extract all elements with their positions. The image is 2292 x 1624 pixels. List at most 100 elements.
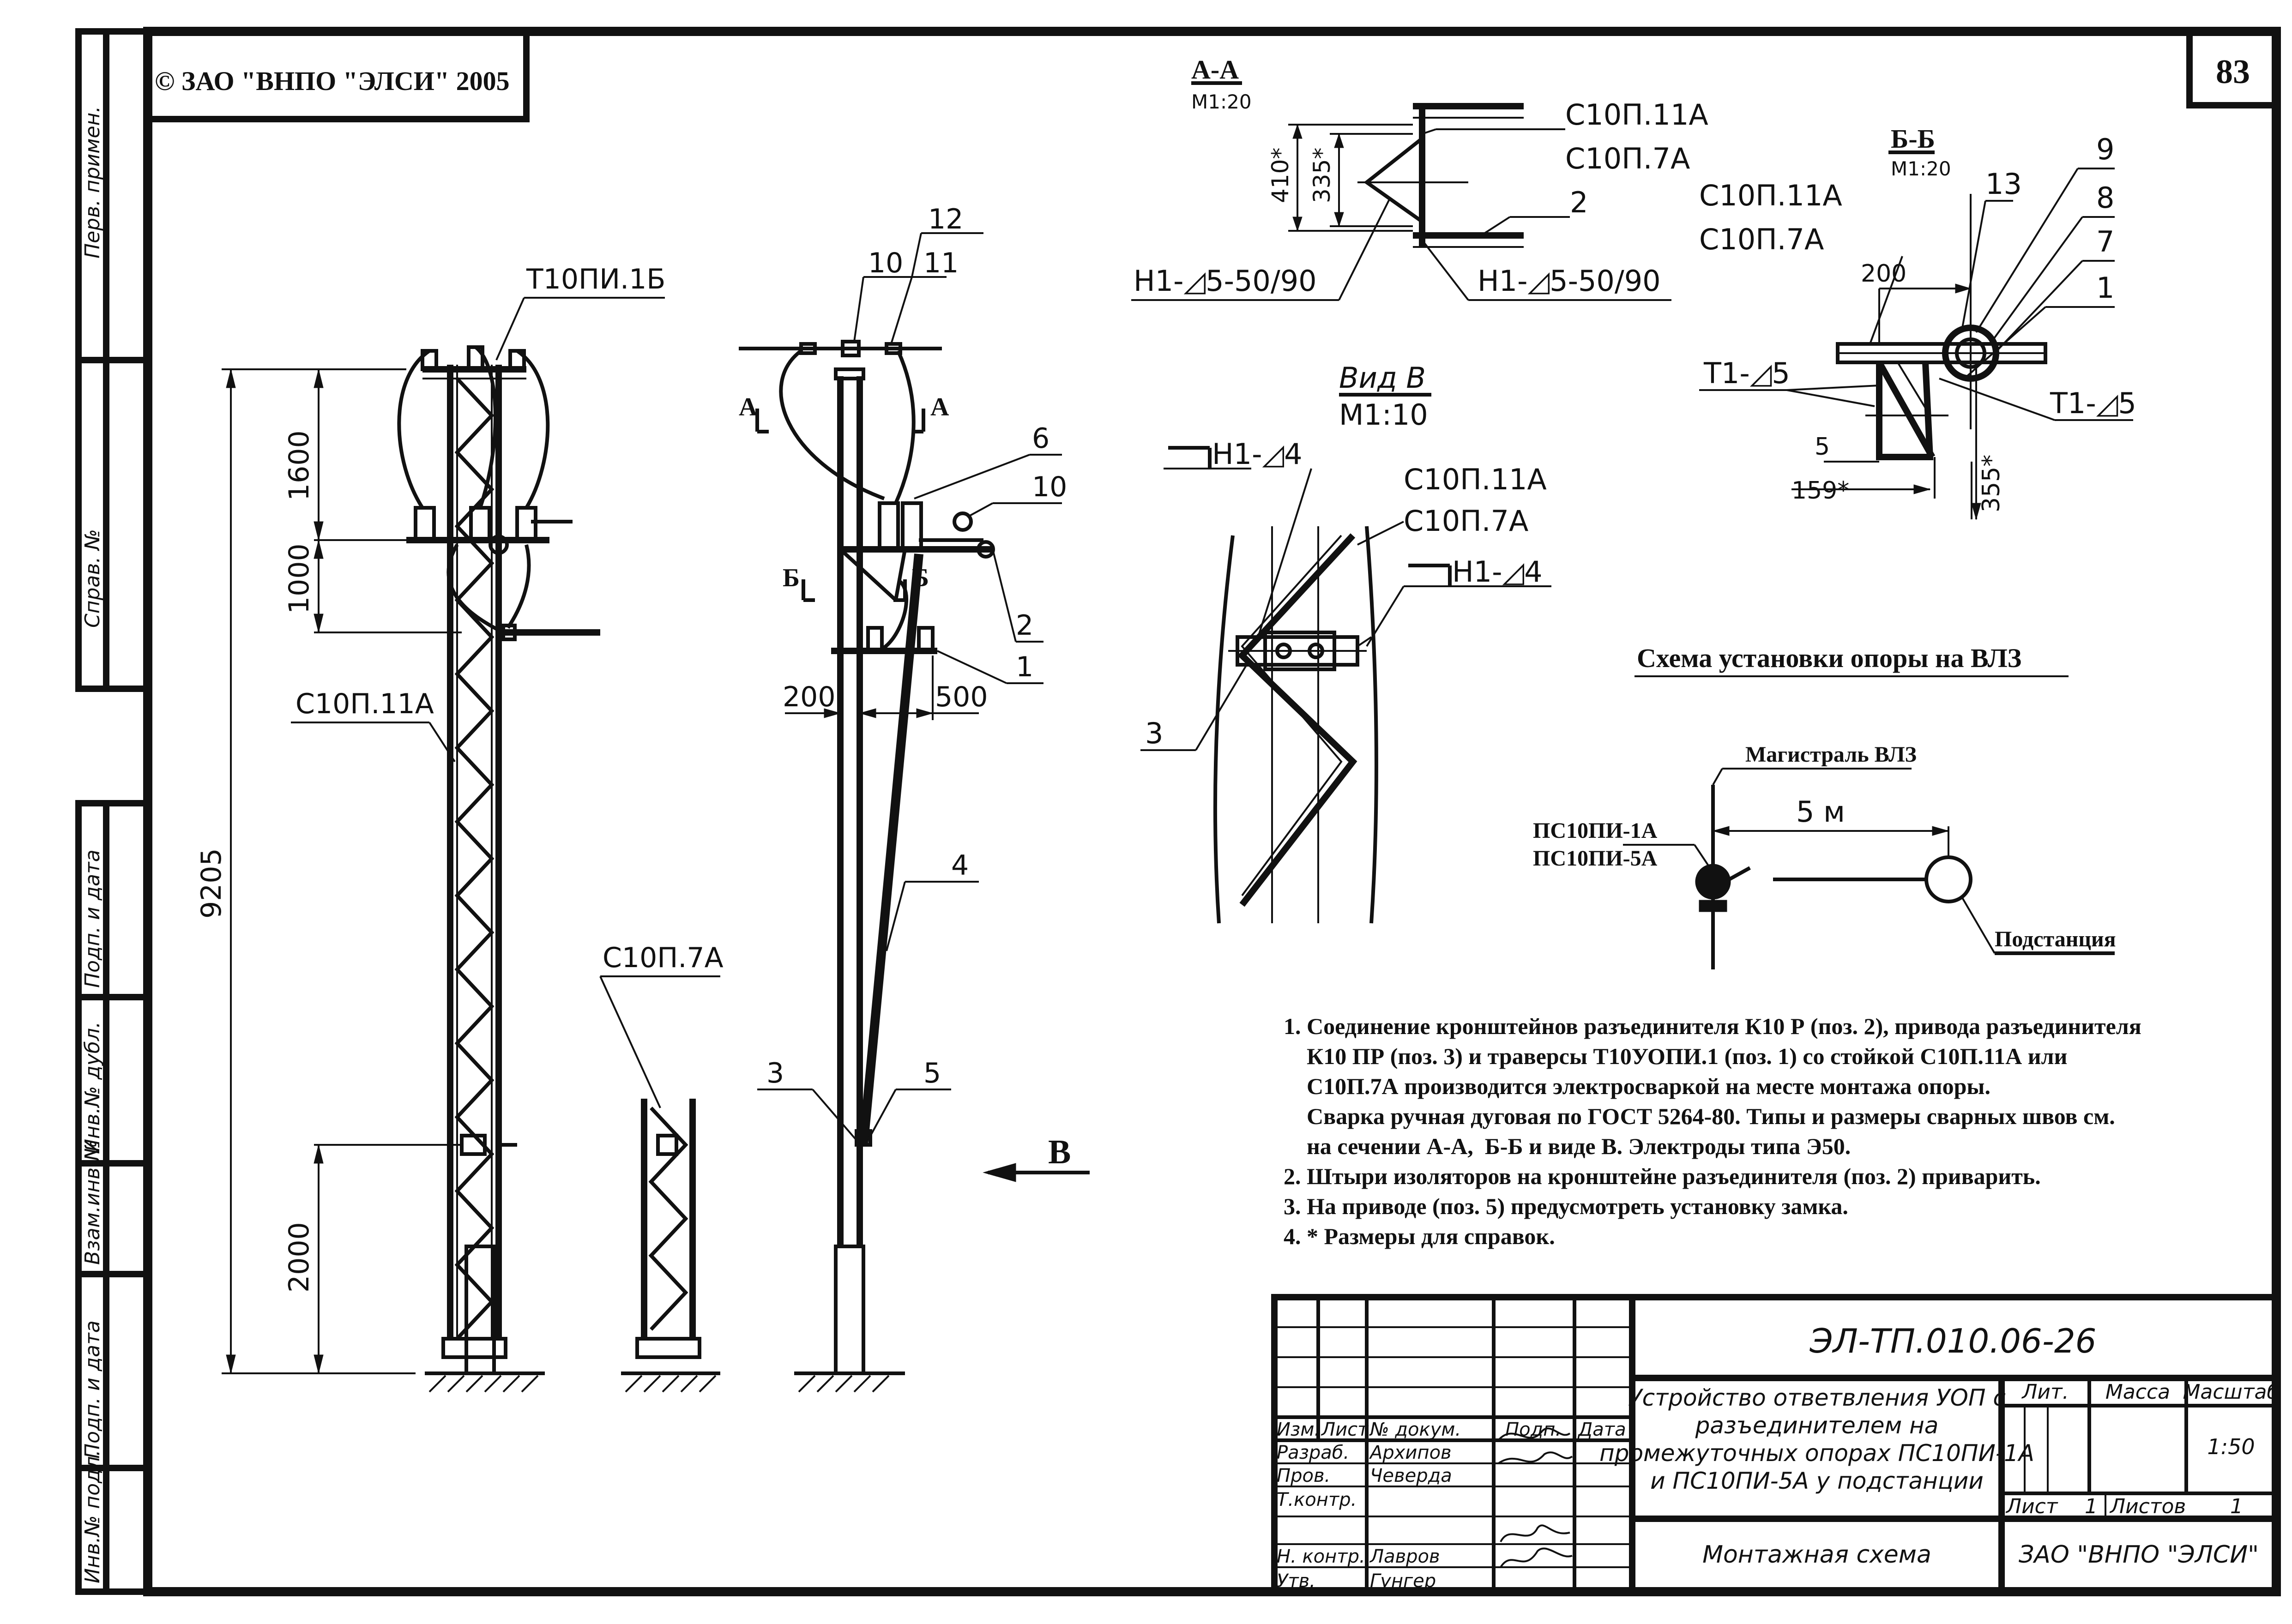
section-bb-pos-13: 13 [1985, 167, 2022, 201]
view-b-scale: М1:10 [1339, 398, 1428, 432]
section-bb-pos-7: 7 [2096, 225, 2114, 259]
tb-row-tkontr: Т.контр. [1277, 1489, 1357, 1510]
section-aa-dim-335: 335* [1309, 148, 1335, 203]
view-b-weld-top: Н1-◿4 [1212, 437, 1303, 471]
view-b-drawing [1140, 393, 1551, 924]
note-line-4: Сварка ручная дуговая по ГОСТ 5264-80. Т… [1284, 1103, 2115, 1129]
tb-row-nkontr: Н. контр. [1277, 1546, 1365, 1567]
section-aa-weld-left: Н1-◿5-50/90 [1134, 264, 1317, 298]
view-b-title: Вид В [1339, 361, 1426, 395]
note-line-2: К10 ПР (поз. 3) и траверсы Т10УОПИ.1 (по… [1284, 1043, 2067, 1069]
section-bb-scale: М1:20 [1891, 157, 1951, 180]
note-line-8: 4. * Размеры для справок. [1284, 1223, 1555, 1249]
tb-hdr-list: Лист [1321, 1419, 1369, 1440]
section-bb-pos-9: 9 [2096, 132, 2114, 166]
pole2-label: С10П.7А [603, 942, 724, 974]
title-line-2: разъединителем на [1695, 1412, 1939, 1439]
section-bb-dim-5: 5 [1815, 433, 1830, 461]
tb-row-utv: Утв. [1277, 1570, 1315, 1592]
title-listov-label: Листов [2109, 1495, 2186, 1518]
pole1-label-top: Т10ПИ.1Б [526, 263, 665, 295]
section-bb-weld-right: Т1-◿5 [2050, 386, 2136, 420]
pole1-dim-9205: 9205 [195, 848, 228, 919]
section-aa-weld-right: Н1-◿5-50/90 [1478, 264, 1661, 298]
scheme-distance: 5 м [1796, 795, 1845, 829]
note-line-3: С10П.7А производится электросваркой на м… [1284, 1073, 1990, 1099]
pole-1-drawing [222, 297, 665, 1393]
pole3-pos-4: 4 [951, 849, 969, 882]
strip-inv-podl: Инв.№ подл. [81, 1450, 104, 1583]
copyright: © ЗАО "ВНПО "ЭЛСИ" 2005 [155, 66, 510, 96]
pole3-pos-10b: 10 [1032, 471, 1067, 503]
section-bb-label2: С10П.7А [1699, 223, 1824, 256]
title-lit: Лит. [2021, 1380, 2069, 1404]
title-company: ЗАО "ВНПО "ЭЛСИ" [2019, 1541, 2259, 1569]
strip-perv-primen: Перв. примен. [81, 106, 104, 259]
notes: 1. Соединение кронштейнов разъединителя … [1284, 1013, 2141, 1249]
section-aa-dim-410: 410* [1267, 148, 1294, 203]
strip-inv-dubl: Инв.№ дубл. [81, 1022, 104, 1154]
section-bb-pos-8: 8 [2096, 181, 2114, 215]
title-list-num: 1 [2085, 1495, 2098, 1518]
tb-row-prov: Пров. [1277, 1465, 1330, 1486]
tb-hdr-ndokum: № докум. [1369, 1419, 1461, 1440]
strip-podp-data-1: Подп. и дата [81, 849, 104, 988]
pole3-pos-6: 6 [1032, 422, 1049, 455]
pole3-pos-5: 5 [923, 1057, 941, 1089]
title-block [1271, 1294, 2280, 1595]
tb-hdr-izm: Изм. [1277, 1419, 1320, 1440]
strip-podp-data-2: Подп. и дата [81, 1320, 104, 1459]
section-bb-dim-355: 355* [1978, 455, 2005, 512]
title-line-1: Устройство ответвления УОП с [1628, 1384, 2006, 1411]
pole3-cut-b-left: Б [783, 564, 800, 592]
pole1-dim-1000: 1000 [283, 543, 315, 614]
view-b-weld-mid: Н1-◿4 [1452, 555, 1543, 589]
section-bb-dim-200: 200 [1861, 260, 1906, 288]
section-bb-label1: С10П.11А [1699, 179, 1842, 212]
note-line-7: 3. На приводе (поз. 5) предусмотреть уст… [1284, 1193, 1848, 1219]
pole3-pos-2: 2 [1016, 609, 1033, 642]
strip-vzam-inv: Взам.инв.№ [81, 1140, 104, 1265]
pole3-dim-200: 200 [783, 681, 836, 713]
section-bb-title: Б-Б [1891, 124, 1935, 154]
title-line-3: промежуточных опорах ПС10ПИ-1А [1599, 1440, 2034, 1467]
view-b-label1: С10П.11А [1404, 463, 1547, 496]
tb-hdr-podp: Подп. [1505, 1419, 1561, 1440]
pole-2-drawing [599, 975, 720, 1393]
section-bb-pos-1: 1 [2096, 271, 2114, 305]
title-listov-num: 1 [2230, 1495, 2243, 1518]
section-bb-drawing [1699, 150, 2133, 520]
tb-name-prov: Чеверда [1370, 1465, 1452, 1486]
scheme-support2: ПС10ПИ-5А [1533, 846, 1658, 871]
pole1-dim-1600: 1600 [283, 430, 315, 501]
pole1-dim-2000: 2000 [283, 1222, 315, 1293]
section-aa-scale: М1:20 [1191, 90, 1252, 113]
title-line-4: и ПС10ПИ-5А у подстанции [1650, 1468, 1984, 1494]
note-line-6: 2. Штыри изоляторов на кронштейне разъед… [1284, 1163, 2041, 1189]
scheme-substation: Подстанция [1995, 927, 2116, 951]
note-line-1: 1. Соединение кронштейнов разъединителя … [1284, 1013, 2141, 1039]
tb-name-razrab: Архипов [1369, 1442, 1452, 1463]
title-scale: 1:50 [2207, 1434, 2255, 1459]
pole3-pos-1: 1 [1016, 651, 1033, 683]
section-aa-label2: С10П.7А [1565, 142, 1690, 175]
section-aa-drawing [1131, 81, 1671, 301]
section-bb-weld-left: Т1-◿5 [1703, 356, 1790, 390]
sheet-number: 83 [2216, 53, 2250, 91]
pole-3-drawing [739, 232, 1090, 1393]
strip-sprav-no: Справ. № [81, 529, 104, 628]
scheme-mainline: Магистраль ВЛЗ [1745, 742, 1917, 767]
pole3-pos-11: 11 [923, 247, 959, 279]
tb-row-razrab: Разраб. [1277, 1442, 1349, 1463]
section-aa-title: А-А [1191, 54, 1239, 84]
pole3-dim-500: 500 [935, 681, 988, 713]
pole3-pos-12: 12 [928, 203, 963, 235]
pole3-cut-a-left: А [739, 393, 758, 421]
pole3-cut-a-right: А [930, 393, 949, 421]
pole3-pos-3: 3 [766, 1057, 784, 1089]
installation-scheme-drawing [1623, 675, 2115, 969]
title-drawing-type: Монтажная схема [1702, 1541, 1931, 1569]
section-aa-label1: С10П.11А [1565, 98, 1708, 132]
section-bb-dim-159: 159* [1791, 477, 1849, 505]
